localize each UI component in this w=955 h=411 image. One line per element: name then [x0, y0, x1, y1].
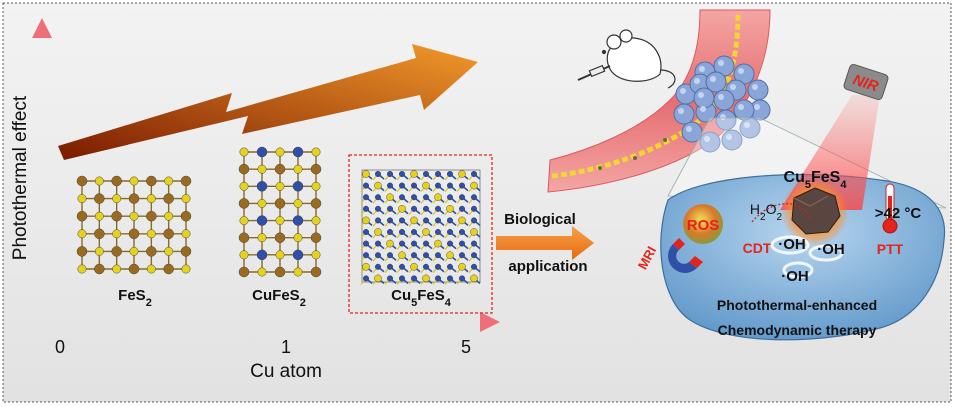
ptt-label: PTT: [877, 241, 904, 257]
oh-radical-1: ·OH: [778, 236, 806, 253]
material-label-cu5fes4: Cu5FeS4: [391, 287, 452, 309]
magnet-icon: [668, 238, 703, 273]
crystal-cufes2: [238, 146, 322, 278]
temperature-label: >42 °C: [875, 205, 922, 222]
nir-label: NIR: [843, 63, 889, 101]
h2o2-label: H2O2: [750, 201, 783, 223]
oh-radical-2: ·OH: [817, 241, 845, 258]
trend-arrow: [58, 44, 478, 160]
x-axis-arrowhead: [480, 312, 500, 332]
x-axis-label: Cu atom: [250, 361, 322, 382]
y-axis-label: Photothermal effect: [10, 95, 31, 260]
x-tick-0: 0: [55, 337, 65, 357]
mouse-icon: [577, 29, 676, 89]
caption-line2: Chemodynamic therapy: [718, 322, 877, 338]
y-axis-arrowhead: [32, 18, 52, 38]
thermometer-icon: [882, 183, 898, 234]
caption-line1: Photothermal-enhanced: [717, 297, 877, 313]
oh-radicals: [770, 235, 844, 279]
highlight-box: [348, 154, 493, 314]
axes: [32, 18, 500, 332]
x-tick-1: 1: [281, 337, 291, 357]
ros-indicator: ROS: [683, 204, 723, 244]
material-label-cufes2: CuFeS2: [252, 287, 306, 309]
x-tick-5: 5: [461, 337, 471, 357]
transition-label-line2: application: [508, 258, 587, 275]
reaction-arrow: [751, 203, 813, 223]
material-label-fes2: FeS2: [118, 287, 152, 309]
transition-label-line1: Biological: [504, 211, 576, 228]
oh-radical-3: ·OH: [781, 268, 809, 285]
svg-text:ROS: ROS: [687, 217, 720, 234]
nanoparticle-cluster: [673, 55, 771, 153]
cdt-label: CDT: [743, 240, 772, 256]
crystal-fes2: [76, 175, 192, 275]
transition-arrow: [496, 226, 594, 260]
particle-label: Cu5FeS4: [784, 169, 848, 191]
cu5fes4-particle: [791, 187, 841, 235]
crystal-cu5fes4: [360, 169, 481, 285]
